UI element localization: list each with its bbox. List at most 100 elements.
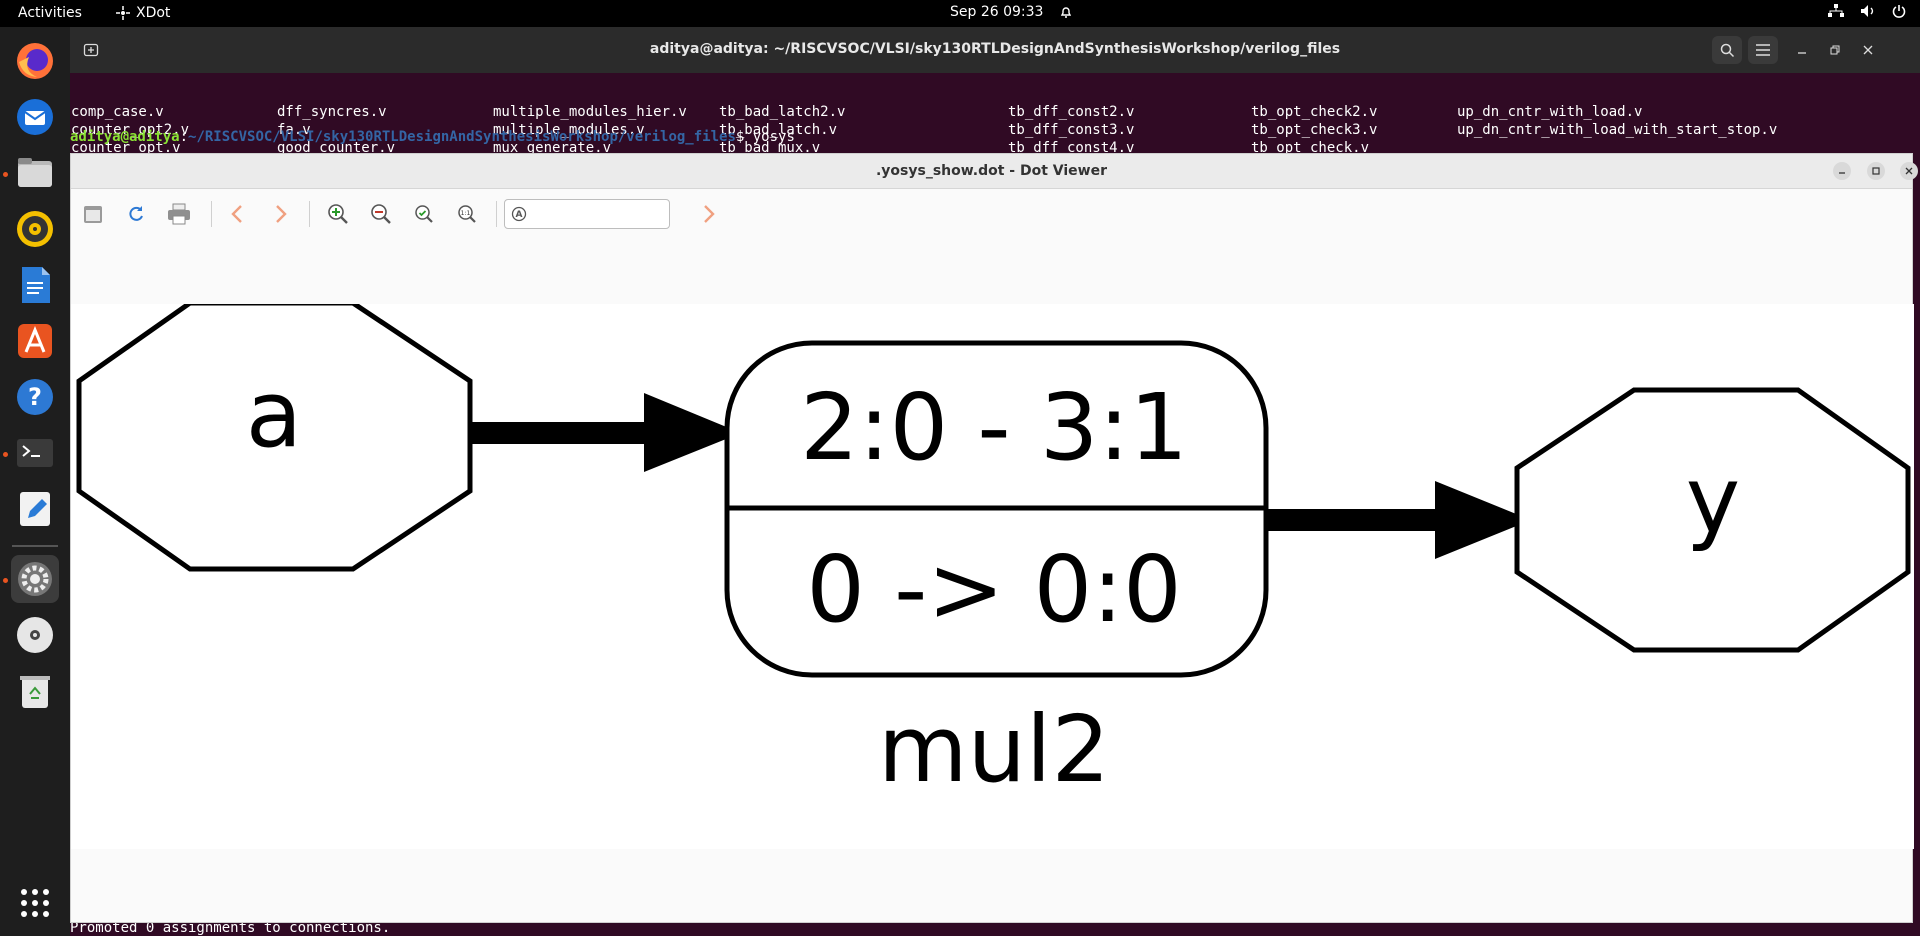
- alarm-icon: [1061, 7, 1072, 18]
- files-icon: [18, 158, 52, 187]
- rhythmbox-launcher[interactable]: [11, 205, 59, 253]
- toolbar-separator: [496, 201, 497, 227]
- settings-launcher[interactable]: [11, 555, 59, 603]
- app-grid-icon: [21, 889, 49, 917]
- activities-button[interactable]: Activities: [18, 5, 82, 21]
- hamburger-icon: [1756, 44, 1770, 56]
- disc-launcher[interactable]: [11, 611, 59, 659]
- running-indicator: [3, 452, 8, 457]
- new-tab-icon: [83, 43, 99, 57]
- new-tab-button[interactable]: [76, 36, 106, 64]
- terminal-icon: [17, 439, 53, 467]
- output-node-label: y: [1686, 447, 1740, 554]
- maximize-icon: [1872, 167, 1880, 175]
- minimize-button[interactable]: [1787, 36, 1817, 64]
- zoom-in-button[interactable]: [324, 200, 352, 228]
- close-button[interactable]: [1853, 36, 1883, 64]
- terminal-headerbar: aditya@aditya: ~/RISCVSOC/VLSI/sky130RTL…: [70, 27, 1920, 73]
- disc-icon: [17, 617, 53, 653]
- minimize-button[interactable]: [1833, 162, 1851, 180]
- reload-icon: [129, 206, 143, 221]
- prompt-path: ~/RISCVSOC/VLSI/sky130RTLDesignAndSynthe…: [188, 129, 736, 145]
- module-label: mul2: [878, 696, 1110, 803]
- thunderbird-icon: [17, 99, 53, 135]
- prompt-command: $ yosys: [735, 129, 795, 145]
- app-center-icon: [18, 324, 52, 358]
- graph-canvas[interactable]: a 2:0 - 3:1 0 -> 0:0 y mul2: [71, 300, 1914, 849]
- toolbar-separator: [211, 201, 212, 227]
- file-entry: tb_dff_const3.v: [1008, 122, 1135, 138]
- file-entry: dff_syncres.v: [277, 104, 387, 120]
- dot-viewer-toolbar: 1:1 A: [71, 189, 1912, 239]
- text-editor-launcher[interactable]: [11, 485, 59, 533]
- running-indicator: [3, 578, 8, 583]
- zoom-100-button[interactable]: 1:1: [453, 200, 481, 228]
- arrowhead: [644, 393, 741, 472]
- chevron-left-icon: [231, 205, 242, 223]
- print-icon: [168, 203, 190, 225]
- app-center-launcher[interactable]: [11, 317, 59, 365]
- close-button[interactable]: [1900, 162, 1918, 180]
- input-node-a[interactable]: [76, 300, 473, 572]
- show-apps-launcher[interactable]: [11, 879, 59, 927]
- zoom-out-button[interactable]: [367, 200, 395, 228]
- dock: ?: [0, 27, 70, 936]
- cell-bottom-label: 0 -> 0:0: [806, 536, 1181, 643]
- minimize-icon: [1798, 52, 1806, 54]
- find-next-button[interactable]: [695, 200, 723, 228]
- search-icon: [1720, 43, 1735, 58]
- back-button[interactable]: [223, 200, 251, 228]
- prompt-colon: :: [179, 129, 189, 145]
- file-entry: tb_bad_mux.v: [719, 140, 821, 156]
- writer-icon: [22, 267, 50, 303]
- restore-icon: [1830, 45, 1840, 55]
- file-entry: up_dn_cntr_with_load.v: [1457, 104, 1643, 120]
- reload-button[interactable]: [122, 200, 150, 228]
- menu-button[interactable]: [1748, 36, 1778, 64]
- svg-text:A: A: [516, 210, 523, 220]
- clock[interactable]: Sep 26 09:33: [950, 4, 1073, 20]
- files-launcher[interactable]: [11, 149, 59, 197]
- terminal-launcher[interactable]: [11, 429, 59, 477]
- close-icon: [1863, 45, 1873, 55]
- open-button[interactable]: [79, 200, 107, 228]
- maximize-button[interactable]: [1820, 36, 1850, 64]
- file-entry: counter_opt.v: [71, 140, 181, 156]
- dot-viewer-window: .yosys_show.dot - Dot Viewer: [70, 153, 1918, 923]
- terminal-status-line: Promoted 0 assignments to connections.: [70, 920, 391, 936]
- print-button[interactable]: [165, 200, 193, 228]
- file-entry: tb_bad_latch2.v: [719, 104, 846, 120]
- zoom-fit-button[interactable]: [410, 200, 438, 228]
- file-entry: counter_opt2.v: [71, 122, 190, 138]
- search-button[interactable]: [1712, 36, 1742, 64]
- file-entry: comp_case.v: [71, 104, 164, 120]
- dock-divider: [12, 545, 58, 547]
- file-entry: tb_opt_check3.v: [1251, 122, 1378, 138]
- forward-button[interactable]: [267, 200, 295, 228]
- xdot-icon: [116, 6, 130, 20]
- help-launcher[interactable]: ?: [11, 373, 59, 421]
- trash-launcher[interactable]: [11, 667, 59, 715]
- system-status[interactable]: [1828, 4, 1906, 18]
- file-entry: up_dn_cntr_with_load_with_start_stop.v: [1457, 122, 1778, 138]
- file-entry: tb_bad_latch.v: [719, 122, 838, 138]
- open-icon: [84, 206, 102, 223]
- file-entry: multiple_modules.v: [493, 122, 645, 138]
- text-editor-icon: [20, 492, 50, 526]
- settings-icon: [18, 562, 52, 596]
- firefox-launcher[interactable]: [11, 37, 59, 85]
- writer-launcher[interactable]: [11, 261, 59, 309]
- maximize-button[interactable]: [1867, 162, 1885, 180]
- close-icon: [1905, 167, 1913, 175]
- cell-top-label: 2:0 - 3:1: [800, 374, 1188, 481]
- file-entry: tb_opt_check.v: [1251, 140, 1370, 156]
- thunderbird-launcher[interactable]: [11, 93, 59, 141]
- search-field[interactable]: A: [504, 199, 670, 229]
- zoom-in-icon: [328, 204, 348, 224]
- top-bar: Activities XDot Sep 26 09:33: [0, 0, 1920, 27]
- app-menu[interactable]: XDot: [116, 5, 170, 21]
- zoom-out-icon: [371, 204, 391, 224]
- search-icon: A: [511, 206, 527, 222]
- trash-icon: [20, 676, 50, 708]
- output-node-y[interactable]: [1514, 387, 1911, 653]
